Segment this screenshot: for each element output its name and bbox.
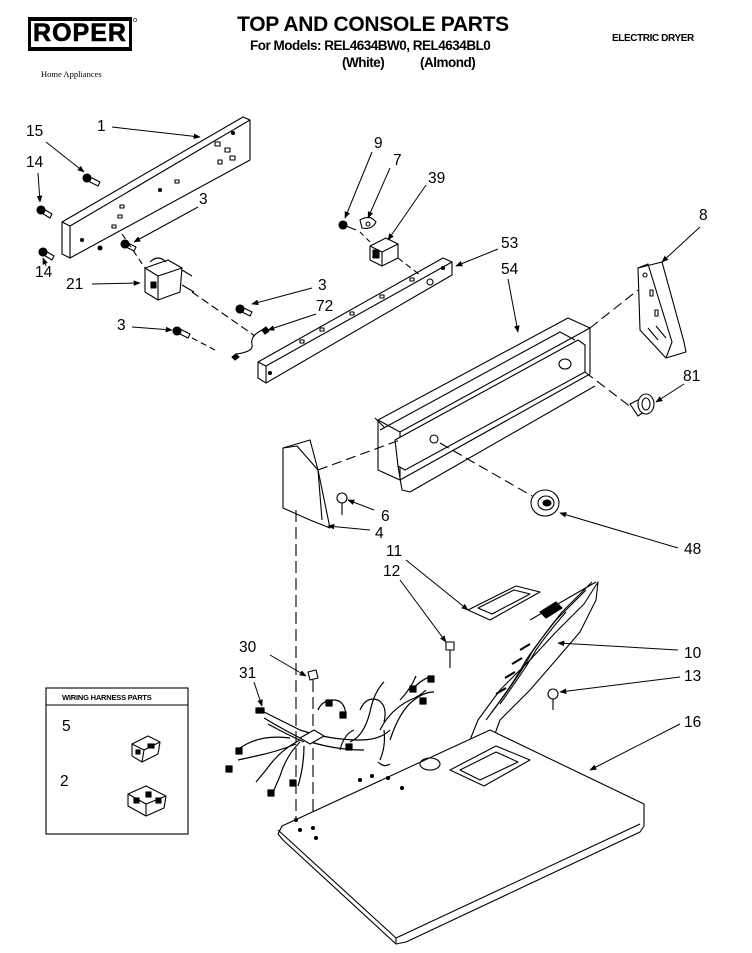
callout-72: 72 — [316, 298, 334, 315]
leader-12 — [399, 579, 447, 643]
models-line: For Models: REL4634BW0, REL4634BL0 — [250, 38, 491, 53]
leader-4 — [327, 523, 371, 531]
screw-12 — [445, 641, 455, 668]
callout-14-bottom: 14 — [35, 264, 53, 281]
page-title: TOP AND CONSOLE PARTS — [237, 13, 509, 36]
product-type: ELECTRIC DRYER — [612, 33, 694, 44]
callout-39: 39 — [428, 170, 446, 187]
screw-3-lower — [172, 326, 191, 339]
leader-11 — [405, 559, 469, 611]
console-mounting-bracket — [257, 257, 453, 384]
leader-3a — [133, 206, 199, 243]
leader-30 — [269, 654, 307, 677]
callout-31: 31 — [239, 665, 257, 682]
callout-4: 4 — [375, 525, 384, 542]
callout-48: 48 — [684, 541, 702, 558]
leader-9 — [344, 151, 373, 219]
clamp-30 — [307, 669, 319, 681]
leader-81 — [655, 383, 685, 403]
control-knob-81 — [629, 393, 655, 417]
callout-2: 2 — [60, 773, 69, 790]
screw-14-top — [36, 205, 53, 219]
callout-14-top: 14 — [26, 154, 44, 171]
callout-1: 1 — [97, 118, 106, 135]
leader-39 — [387, 184, 427, 241]
callout-53: 53 — [501, 235, 519, 252]
callout-6: 6 — [381, 508, 390, 525]
callout-13: 13 — [684, 668, 702, 685]
leader-21 — [91, 280, 141, 286]
brand-logo: ROPER Home Appliances — [27, 16, 137, 79]
screw-3-upper — [120, 239, 137, 252]
callout-3-upper: 3 — [199, 191, 208, 208]
leader-3c — [131, 326, 173, 333]
clip-7 — [359, 216, 377, 229]
screw-6 — [336, 492, 348, 515]
inset-title: WIRING HARNESS PARTS — [62, 693, 152, 702]
callout-12: 12 — [383, 563, 401, 580]
rear-control-panel — [61, 116, 251, 259]
callout-30: 30 — [239, 639, 257, 656]
screw-15 — [82, 173, 101, 187]
callout-11: 11 — [386, 543, 403, 560]
brand-tagline: Home Appliances — [41, 69, 102, 79]
control-knob-48 — [530, 489, 560, 517]
leader-16 — [589, 723, 681, 771]
leader-6 — [347, 499, 375, 511]
callout-3-lower: 3 — [117, 317, 126, 334]
leader-8 — [661, 226, 701, 263]
thermostat-39 — [369, 237, 399, 267]
harness-connector-5 — [131, 735, 161, 763]
leader-72 — [267, 313, 317, 331]
console-end-cap — [637, 261, 687, 359]
callout-5: 5 — [62, 718, 71, 735]
leader-14a — [36, 172, 43, 203]
leader-54 — [507, 278, 520, 333]
callout-8: 8 — [699, 207, 708, 224]
leader-14b — [42, 257, 48, 267]
leader-7 — [367, 167, 391, 219]
harness-connector-2 — [127, 785, 167, 817]
wire-jumper — [231, 326, 270, 361]
callout-15: 15 — [26, 123, 44, 140]
variant-white: (White) — [342, 55, 385, 70]
dryer-top-panel — [277, 729, 645, 945]
screw-13 — [547, 688, 559, 710]
callout-9: 9 — [374, 135, 383, 152]
brand-name: ROPER — [33, 19, 127, 47]
leader-13 — [559, 676, 681, 694]
wiring-harness — [225, 675, 435, 797]
leader-10 — [557, 640, 679, 651]
screw-3-middle — [235, 304, 253, 317]
leader-53 — [455, 248, 499, 267]
screw-14-bottom — [38, 247, 55, 261]
leader-3b — [251, 287, 313, 306]
push-to-start-switch — [144, 257, 195, 301]
leader-31 — [253, 681, 263, 707]
console-side-bracket — [282, 439, 331, 529]
leader-48 — [559, 512, 679, 549]
callout-16: 16 — [684, 714, 702, 731]
console-panel — [374, 317, 596, 493]
callout-7: 7 — [393, 152, 402, 169]
callout-3-middle: 3 — [318, 277, 327, 294]
wiring-harness-inset — [45, 687, 189, 835]
variant-almond: (Almond) — [420, 55, 476, 70]
callout-81: 81 — [683, 368, 701, 385]
callout-10: 10 — [684, 645, 702, 662]
timer-cover — [467, 585, 541, 621]
callout-21: 21 — [66, 276, 84, 293]
brand-logo-frame — [28, 17, 137, 51]
leader-15 — [45, 141, 85, 173]
callout-54: 54 — [501, 261, 519, 278]
screw-9 — [338, 220, 357, 231]
leader-1 — [111, 126, 201, 140]
